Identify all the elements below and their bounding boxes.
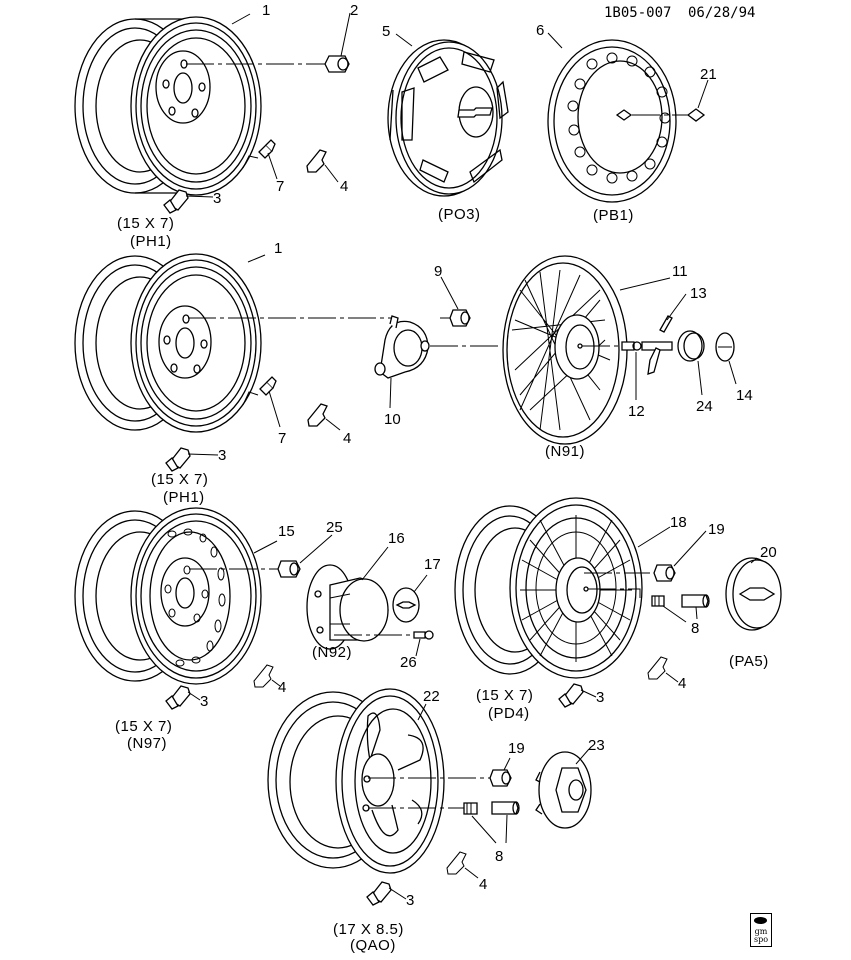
callout-3: 3 bbox=[406, 892, 414, 909]
callout-4: 4 bbox=[343, 430, 351, 447]
callout-4: 4 bbox=[340, 178, 348, 195]
callout-11: 11 bbox=[672, 263, 688, 280]
wheel-rpo-caption: (PD4) bbox=[488, 705, 530, 722]
callout-7: 7 bbox=[276, 178, 284, 195]
callout-22: 22 bbox=[423, 688, 440, 705]
diagram-code: 1B05-007 bbox=[604, 5, 671, 21]
balance-weight-4 bbox=[306, 149, 327, 173]
callout-18: 18 bbox=[670, 514, 687, 531]
wheel-stud-3 bbox=[163, 189, 189, 214]
callout-3: 3 bbox=[200, 693, 208, 710]
callout-25: 25 bbox=[326, 519, 343, 536]
wheel-size-caption: (15 X 7) bbox=[151, 471, 208, 488]
callout-3: 3 bbox=[213, 190, 221, 207]
lug-nut-19-bottom bbox=[489, 769, 512, 787]
wheel-rpo-caption: (QAO) bbox=[350, 937, 396, 954]
wheel-size-caption: (15 X 7) bbox=[117, 215, 174, 232]
callout-3: 3 bbox=[596, 689, 604, 706]
wheel-size-caption: (17 X 8.5) bbox=[333, 921, 404, 938]
wheel-size-caption: (15 X 7) bbox=[115, 718, 172, 735]
callout-10: 10 bbox=[384, 411, 401, 428]
callout-17: 17 bbox=[424, 556, 441, 573]
hubcap-rpo-caption: (N92) bbox=[312, 644, 352, 661]
center-cap-24 bbox=[677, 330, 705, 362]
wheel-rpo-caption: (N97) bbox=[127, 735, 167, 752]
spinner-13 bbox=[641, 315, 673, 375]
callout-12: 12 bbox=[628, 403, 645, 420]
wheel-rpo-caption: (PH1) bbox=[163, 489, 205, 506]
emblem-17 bbox=[392, 587, 420, 623]
callout-8: 8 bbox=[691, 620, 699, 637]
callout-21: 21 bbox=[700, 66, 717, 83]
callout-1: 1 bbox=[262, 2, 270, 19]
adapter-10 bbox=[374, 315, 430, 379]
valve-stem-7 bbox=[242, 139, 276, 169]
callout-7: 7 bbox=[278, 430, 286, 447]
spinner-bolt-12 bbox=[621, 341, 642, 351]
gm-spo-logo: gm spo bbox=[750, 913, 772, 947]
steel-wheel-ph1-top bbox=[74, 16, 262, 196]
cap-rpo-caption: (PA5) bbox=[729, 653, 769, 670]
callout-9: 9 bbox=[434, 263, 442, 280]
callout-5: 5 bbox=[382, 23, 390, 40]
lock-set-8-bottom bbox=[463, 801, 520, 815]
callout-19: 19 bbox=[708, 521, 725, 538]
callout-14: 14 bbox=[736, 387, 753, 404]
emblem-21 bbox=[686, 108, 706, 122]
steel-wheel-n97 bbox=[74, 507, 262, 685]
hub-cap-16 bbox=[306, 564, 389, 650]
callout-20: 20 bbox=[760, 544, 777, 561]
screw-26 bbox=[413, 630, 434, 640]
callout-2: 2 bbox=[350, 2, 358, 19]
callout-4: 4 bbox=[479, 876, 487, 893]
callout-15: 15 bbox=[278, 523, 295, 540]
callout-4: 4 bbox=[678, 675, 686, 692]
callout-3: 3 bbox=[218, 447, 226, 464]
logo-line1: gm bbox=[754, 927, 768, 936]
wheel-rpo-caption: (PH1) bbox=[130, 233, 172, 250]
wheel-cover-6 bbox=[547, 39, 677, 203]
diagram-date: 06/28/94 bbox=[688, 5, 755, 21]
callout-8: 8 bbox=[495, 848, 503, 865]
callout-13: 13 bbox=[690, 285, 707, 302]
logo-oval-icon bbox=[754, 917, 767, 924]
lug-nut-9 bbox=[449, 309, 471, 327]
callout-26: 26 bbox=[400, 654, 417, 671]
lug-nut-2 bbox=[324, 55, 350, 73]
emblem-14 bbox=[715, 332, 735, 362]
lock-set-8-top bbox=[651, 594, 710, 608]
center-cap-23 bbox=[535, 751, 592, 829]
lug-nut-25 bbox=[277, 560, 301, 578]
stud-axis-line bbox=[584, 572, 650, 598]
callout-1: 1 bbox=[274, 240, 282, 257]
callout-6: 6 bbox=[536, 22, 544, 39]
callout-24: 24 bbox=[696, 398, 713, 415]
wheel-cover-5 bbox=[387, 39, 509, 197]
cover-rpo-caption: (PO3) bbox=[438, 206, 481, 223]
center-cap-20 bbox=[725, 557, 782, 631]
steel-wheel-ph1-middle bbox=[74, 253, 262, 433]
wire-wheel-cover-11 bbox=[502, 255, 628, 445]
callout-4: 4 bbox=[278, 679, 286, 696]
alloy-wheel-qao bbox=[267, 688, 445, 874]
cover-rpo-caption: (N91) bbox=[545, 443, 585, 460]
lug-nut-19-top bbox=[653, 564, 676, 582]
callout-23: 23 bbox=[588, 737, 605, 754]
callout-19: 19 bbox=[508, 740, 525, 757]
stud-axis-line bbox=[368, 777, 492, 809]
wheel-size-caption: (15 X 7) bbox=[476, 687, 533, 704]
cover-rpo-caption: (PB1) bbox=[593, 207, 634, 224]
logo-line2: spo bbox=[753, 935, 769, 944]
callout-16: 16 bbox=[388, 530, 405, 547]
lattice-wheel-pd4 bbox=[454, 497, 643, 679]
